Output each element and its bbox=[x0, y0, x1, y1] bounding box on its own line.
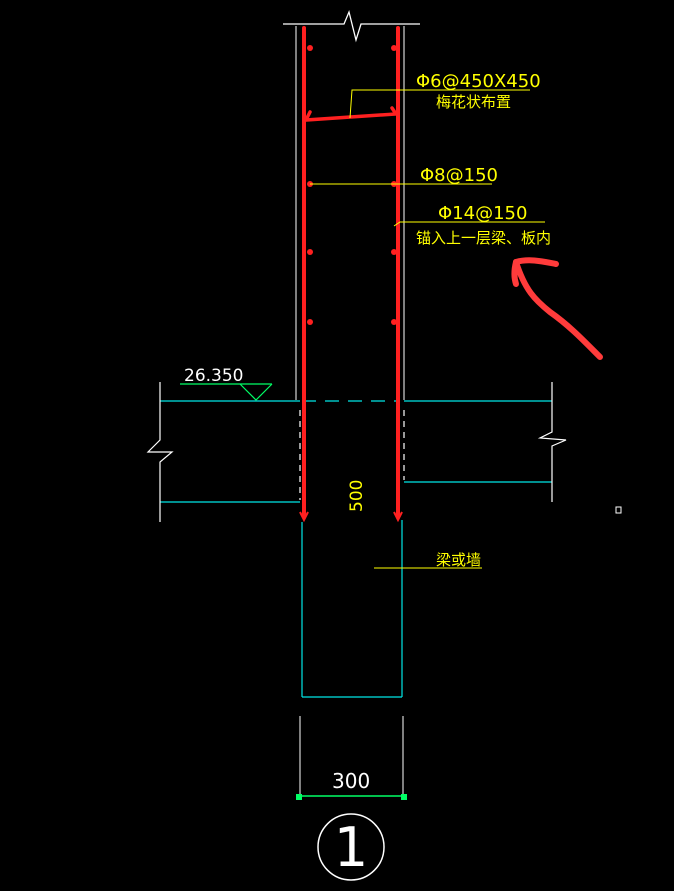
width-dimension bbox=[299, 716, 404, 800]
elevation-marker bbox=[180, 383, 273, 401]
lower-wall-outline bbox=[301, 520, 403, 698]
detail-number: 1 bbox=[334, 816, 368, 879]
slab-outline bbox=[160, 400, 552, 503]
ties-corner-label: Φ6@450X450 bbox=[416, 71, 541, 92]
ties-corner-note: 梅花状布置 bbox=[436, 93, 511, 111]
vertical-bar-note: 锚入上一层梁、板内 bbox=[416, 229, 551, 247]
top-break-line bbox=[283, 9, 420, 43]
stirrup-label: Φ8@150 bbox=[420, 165, 498, 186]
tie-bar bbox=[303, 106, 400, 122]
upper-wall-edges bbox=[295, 26, 405, 400]
leader-lines bbox=[310, 89, 545, 569]
dimension-tick-marks bbox=[296, 794, 407, 800]
anchor-length-label: 500 bbox=[347, 480, 367, 512]
slab-break-lines bbox=[146, 382, 567, 522]
markup-arrow bbox=[511, 257, 603, 360]
small-marker bbox=[615, 506, 622, 514]
beam-or-wall-label: 梁或墙 bbox=[436, 551, 481, 569]
detail-number-marker: 1 bbox=[317, 813, 385, 881]
rebar-dots bbox=[307, 45, 397, 325]
vertical-bar-label: Φ14@150 bbox=[438, 203, 527, 224]
wall-edge-inside-slab bbox=[299, 410, 405, 500]
width-dimension-value: 300 bbox=[332, 769, 370, 793]
vertical-rebars bbox=[302, 26, 400, 518]
elevation-value: 26.350 bbox=[184, 366, 243, 386]
rebar-end-hooks bbox=[299, 511, 403, 523]
